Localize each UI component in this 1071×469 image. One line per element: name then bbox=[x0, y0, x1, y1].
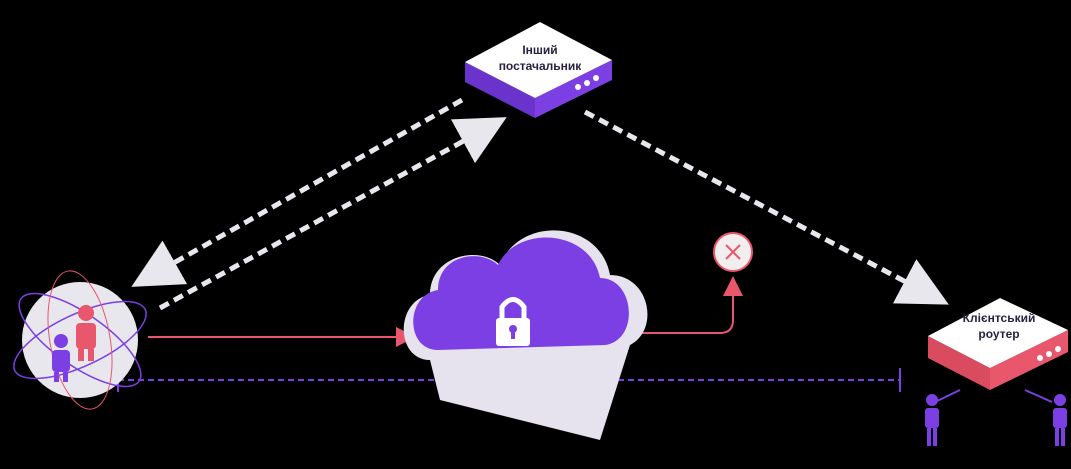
provider-label-line1: Інший bbox=[522, 43, 557, 57]
gray-arrow-provider-to-router bbox=[583, 109, 949, 305]
cloud-lock-icon bbox=[403, 230, 648, 440]
provider-label-line2: постачальник bbox=[499, 59, 583, 73]
router-box-icon bbox=[928, 298, 1068, 390]
router-label-line2: роутер bbox=[978, 327, 1019, 341]
person-icon bbox=[1053, 394, 1067, 446]
blocked-x-icon bbox=[713, 232, 753, 272]
server-box-icon bbox=[465, 22, 612, 118]
router-users bbox=[925, 389, 1067, 446]
person-icon bbox=[925, 394, 939, 446]
gray-arrow-provider-to-users bbox=[131, 97, 464, 287]
red-path-to-blocked bbox=[640, 276, 743, 334]
router-label-line1: Клієнтський bbox=[963, 311, 1036, 325]
users-globe-icon bbox=[13, 270, 147, 410]
gray-arrow-users-to-provider bbox=[158, 117, 507, 311]
